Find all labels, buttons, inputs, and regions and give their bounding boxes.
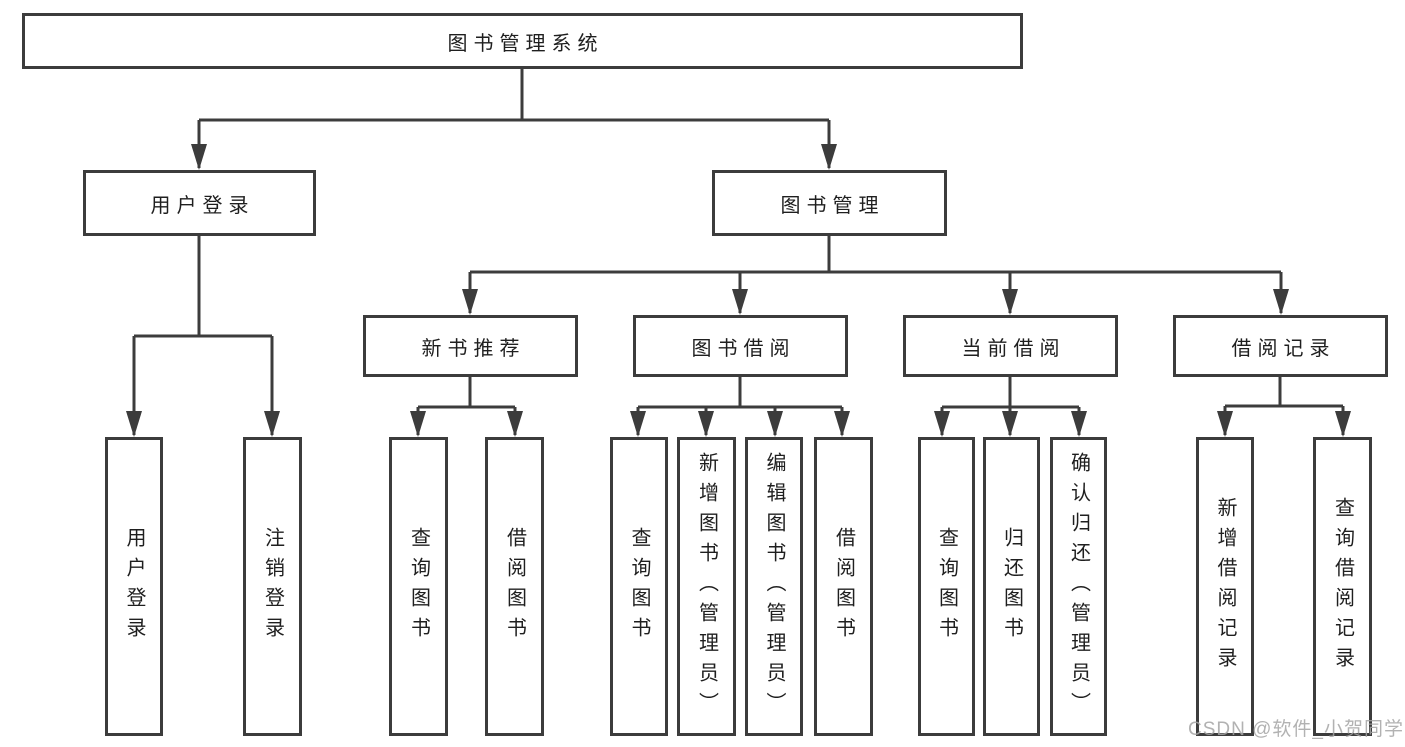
node-leaf-confirm-return-admin: 确认归还（管理员） xyxy=(1050,437,1107,736)
node-leaf-add-borrow-record: 新增借阅记录 xyxy=(1196,437,1254,736)
node-leaf-add-books-admin: 新增图书（管理员） xyxy=(677,437,736,736)
node-label: 查询图书 xyxy=(407,526,430,647)
node-borrowing-records: 借阅记录 xyxy=(1173,315,1388,377)
node-leaf-edit-books-admin: 编辑图书（管理员） xyxy=(745,437,803,736)
node-label: 借阅图书 xyxy=(832,526,855,647)
csdn-watermark: CSDN @软件_小贺同学 xyxy=(1188,719,1404,740)
node-label: 新书推荐 xyxy=(421,337,526,360)
node-label: 确认归还（管理员） xyxy=(1067,451,1090,722)
node-leaf-query-books: 查询图书 xyxy=(389,437,448,736)
node-leaf-query-books: 查询图书 xyxy=(918,437,975,736)
node-label: 图书借阅 xyxy=(691,337,796,360)
node-label: 当前借阅 xyxy=(961,337,1066,360)
node-label: 编辑图书（管理员） xyxy=(763,451,785,722)
node-user-login: 用户登录 xyxy=(83,170,316,236)
node-label: 新增借阅记录 xyxy=(1214,496,1236,677)
node-book-borrowing: 图书借阅 xyxy=(633,315,848,377)
node-label: 查询图书 xyxy=(935,526,958,647)
node-leaf-query-borrow-record: 查询借阅记录 xyxy=(1313,437,1372,736)
node-label: 查询借阅记录 xyxy=(1331,496,1354,677)
node-leaf-borrow-books: 借阅图书 xyxy=(814,437,873,736)
node-leaf-return-books: 归还图书 xyxy=(983,437,1040,736)
node-label: 借阅图书 xyxy=(503,526,526,647)
node-label: 用户登录 xyxy=(123,526,145,647)
node-leaf-logout: 注销登录 xyxy=(243,437,302,736)
node-book-management: 图书管理 xyxy=(712,170,947,236)
node-label: 查询图书 xyxy=(628,526,650,647)
node-label: 图书管理 xyxy=(780,194,885,217)
node-current-borrowing: 当前借阅 xyxy=(903,315,1118,377)
node-label: 图书管理系统 xyxy=(447,32,604,55)
node-leaf-borrow-books: 借阅图书 xyxy=(485,437,544,736)
connector-edges xyxy=(132,69,1345,435)
node-label: 借阅记录 xyxy=(1231,337,1336,360)
node-label: 注销登录 xyxy=(261,526,284,647)
node-library-system: 图书管理系统 xyxy=(22,13,1023,69)
node-label: 用户登录 xyxy=(150,194,255,217)
node-new-book-recommend: 新书推荐 xyxy=(363,315,578,377)
node-label: 新增图书（管理员） xyxy=(695,451,718,722)
node-label: 归还图书 xyxy=(1000,526,1023,647)
node-leaf-query-books: 查询图书 xyxy=(610,437,668,736)
node-leaf-user-login: 用户登录 xyxy=(105,437,163,736)
